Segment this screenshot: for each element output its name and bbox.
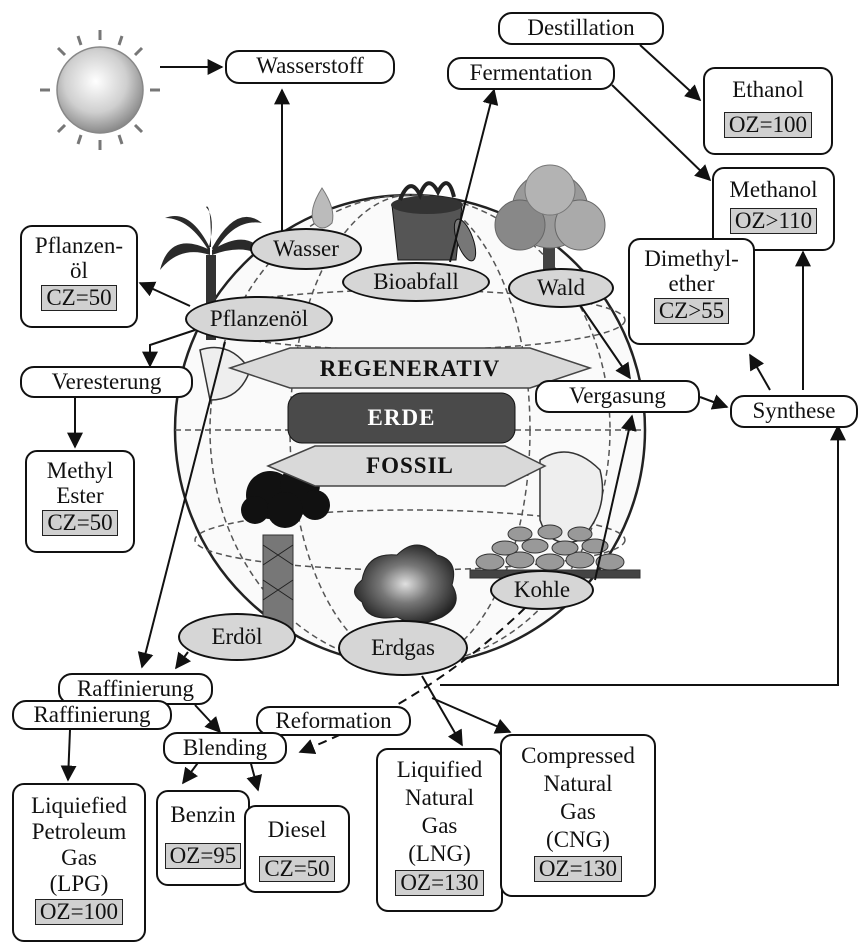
pflanzenoel-product-label-1: Pflanzen- bbox=[34, 233, 124, 258]
methylester-value: CZ=50 bbox=[42, 510, 118, 536]
ethanol-box: Ethanol OZ=100 bbox=[703, 67, 833, 155]
cng-value: OZ=130 bbox=[533, 856, 623, 882]
diesel-value: CZ=50 bbox=[259, 856, 335, 882]
methylester-box: Methyl Ester CZ=50 bbox=[25, 450, 135, 553]
ethanol-value: OZ=100 bbox=[723, 112, 813, 138]
benzin-value: OZ=95 bbox=[164, 843, 242, 869]
cng-label-3: Gas bbox=[560, 799, 596, 824]
lpg-label-1: Liquiefied bbox=[31, 793, 127, 818]
lng-label-4: (LNG) bbox=[408, 841, 471, 866]
erde-label: ERDE bbox=[367, 405, 436, 430]
blending-box: Blending bbox=[163, 732, 287, 764]
raffinierung-box-2: Raffinierung bbox=[12, 700, 172, 730]
dimethylether-value: CZ>55 bbox=[653, 298, 730, 324]
natural-gas-icon bbox=[354, 544, 457, 624]
vergasung-box: Vergasung bbox=[535, 380, 700, 413]
ethanol-label: Ethanol bbox=[732, 77, 804, 102]
pflanzenoel-source: Pflanzenöl bbox=[185, 296, 333, 342]
methanol-box: Methanol OZ>110 bbox=[712, 167, 835, 251]
methylester-label-2: Ester bbox=[56, 483, 104, 508]
raffinierung-box: Raffinierung bbox=[58, 673, 213, 705]
lpg-label-3: Gas bbox=[61, 845, 97, 870]
reformation-box: Reformation bbox=[256, 706, 411, 736]
dimethylether-box: Dimethyl- ether CZ>55 bbox=[628, 238, 755, 345]
methanol-label: Methanol bbox=[729, 177, 818, 202]
cng-label-1: Compressed bbox=[521, 743, 635, 768]
lpg-box: Liquiefied Petroleum Gas (LPG) OZ=100 bbox=[12, 783, 146, 942]
lng-label-1: Liquified bbox=[396, 757, 483, 782]
erdgas-source: Erdgas bbox=[338, 620, 468, 676]
lng-label-3: Gas bbox=[421, 813, 458, 838]
dimethylether-label-1: Dimethyl- bbox=[644, 246, 739, 271]
tree-icon bbox=[494, 164, 606, 285]
lpg-value: OZ=100 bbox=[34, 899, 124, 925]
lng-box: Liquified Natural Gas (LNG) OZ=130 bbox=[376, 748, 503, 912]
methylester-label-1: Methyl bbox=[46, 458, 114, 483]
diesel-box: Diesel CZ=50 bbox=[244, 805, 350, 893]
synthese-box: Synthese bbox=[730, 395, 858, 428]
erdoel-source: Erdöl bbox=[178, 613, 296, 661]
destillation-box: Destillation bbox=[498, 12, 664, 45]
flow-arrows bbox=[60, 44, 846, 792]
wald-source: Wald bbox=[508, 268, 614, 308]
fossil-banner-shape bbox=[266, 445, 547, 487]
veresterung-box: Veresterung bbox=[20, 366, 193, 398]
lpg-label-4: (LPG) bbox=[49, 871, 109, 896]
benzin-label: Benzin bbox=[170, 802, 236, 827]
cng-box: Compressed Natural Gas (CNG) OZ=130 bbox=[500, 734, 656, 897]
fermentation-box: Fermentation bbox=[447, 57, 615, 90]
lpg-label-2: Petroleum bbox=[31, 819, 127, 844]
kohle-source: Kohle bbox=[490, 570, 594, 610]
methanol-value: OZ>110 bbox=[729, 208, 818, 234]
sun-icon bbox=[40, 30, 160, 150]
wasser-source: Wasser bbox=[250, 228, 362, 270]
lng-label-2: Natural bbox=[405, 785, 474, 810]
biowaste-bin-icon bbox=[391, 181, 477, 262]
fossil-label: FOSSIL bbox=[366, 453, 454, 478]
erde-banner-shape bbox=[287, 392, 516, 444]
regenerativ-label: REGENERATIV bbox=[319, 356, 501, 381]
benzin-box: Benzin OZ=95 bbox=[156, 790, 250, 886]
diesel-label: Diesel bbox=[267, 817, 327, 842]
regenerativ-banner-shape bbox=[227, 347, 593, 389]
bioabfall-source: Bioabfall bbox=[342, 262, 490, 302]
dimethylether-label-2: ether bbox=[668, 271, 715, 296]
pflanzenoel-product-label-2: öl bbox=[70, 258, 88, 283]
wasserstoff-box: Wasserstoff bbox=[225, 50, 395, 84]
pflanzenoel-product-value: CZ=50 bbox=[41, 285, 117, 311]
cng-label-2: Natural bbox=[543, 771, 613, 796]
lng-value: OZ=130 bbox=[395, 870, 484, 896]
pflanzenoel-product-box: Pflanzen- öl CZ=50 bbox=[20, 225, 138, 328]
cng-label-4: (CNG) bbox=[546, 827, 610, 852]
